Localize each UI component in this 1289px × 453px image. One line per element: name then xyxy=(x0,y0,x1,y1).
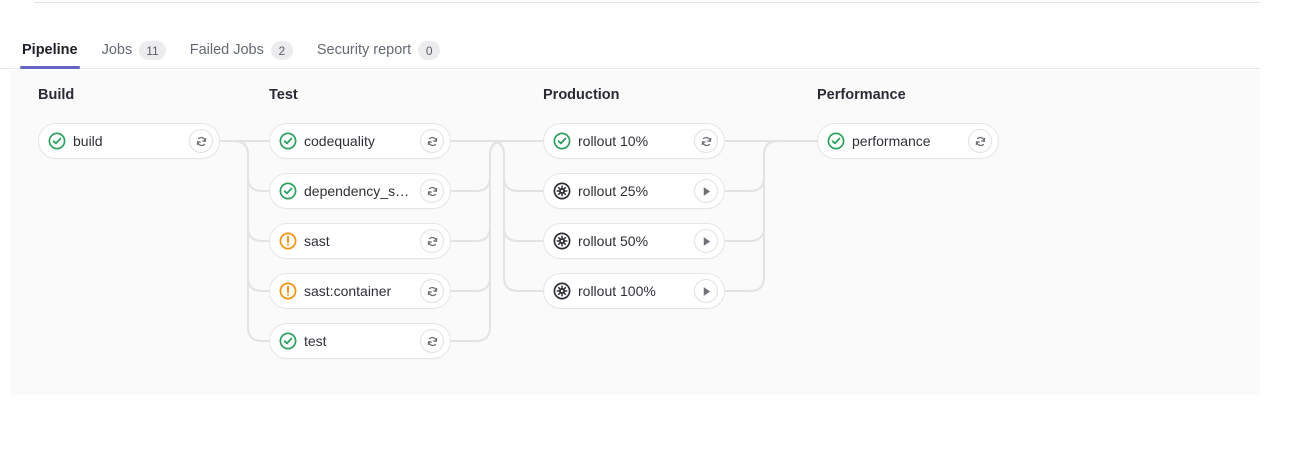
pipeline-job[interactable]: test xyxy=(269,323,451,359)
job-name: performance xyxy=(852,133,931,149)
tab-count-badge: 11 xyxy=(139,41,166,60)
connector-line xyxy=(451,140,505,192)
pipeline-graph: Build build Test codequality dependency_s…sa… xyxy=(10,70,1260,395)
job-name: test xyxy=(304,333,327,349)
job-name: rollout 25% xyxy=(578,183,649,199)
tab-failed-jobs[interactable]: Failed Jobs 2 xyxy=(178,22,305,69)
tab-label: Pipeline xyxy=(22,42,78,59)
pipeline-job[interactable]: rollout 100% xyxy=(543,273,725,309)
connector-line xyxy=(725,140,779,242)
connector-line xyxy=(489,140,543,292)
play-icon[interactable] xyxy=(694,229,718,253)
tab-jobs[interactable]: Jobs 11 xyxy=(90,22,178,69)
tab-label: Failed Jobs xyxy=(189,42,264,59)
pipeline-job[interactable]: rollout 25% xyxy=(543,173,725,209)
job-name: rollout 10% xyxy=(578,133,649,149)
pipeline-job[interactable]: performance xyxy=(817,123,999,159)
active-tab-underline xyxy=(20,66,80,69)
pipeline-job[interactable]: rollout 10% xyxy=(543,123,725,159)
pipeline-tabbar: Pipeline Jobs 11 Failed Jobs 2 Security repor… xyxy=(0,22,1260,69)
status-success-icon xyxy=(279,332,297,350)
retry-icon[interactable] xyxy=(420,229,444,253)
job-name: rollout 50% xyxy=(578,233,649,249)
connector-line xyxy=(489,140,543,192)
status-manual-gear-icon xyxy=(553,282,571,300)
tab-list: Pipeline Jobs 11 Failed Jobs 2 Security repor… xyxy=(10,22,452,69)
tab-count-badge: 2 xyxy=(270,41,293,60)
status-warning-icon xyxy=(279,282,297,300)
play-icon[interactable] xyxy=(694,179,718,203)
stage-title: Build xyxy=(38,87,75,103)
status-success-icon xyxy=(827,132,845,150)
status-manual-gear-icon xyxy=(553,232,571,250)
status-success-icon xyxy=(553,132,571,150)
retry-icon[interactable] xyxy=(968,129,992,153)
job-name: dependency_s… xyxy=(304,183,410,199)
connector-line xyxy=(451,140,505,242)
stage-title: Production xyxy=(543,87,620,103)
pipeline-job[interactable]: build xyxy=(38,123,220,159)
pipeline-job[interactable]: rollout 50% xyxy=(543,223,725,259)
connector-line xyxy=(725,140,779,192)
status-warning-icon xyxy=(279,232,297,250)
job-name: sast xyxy=(304,233,330,249)
tab-pipeline[interactable]: Pipeline xyxy=(10,22,90,69)
connector-line xyxy=(233,140,269,192)
retry-icon[interactable] xyxy=(420,179,444,203)
pipeline-job[interactable]: sast:container xyxy=(269,273,451,309)
job-name: codequality xyxy=(304,133,375,149)
connector-line xyxy=(725,140,779,292)
job-name: sast:container xyxy=(304,283,392,299)
play-icon[interactable] xyxy=(694,279,718,303)
top-divider xyxy=(34,2,1260,3)
pipeline-job[interactable]: codequality xyxy=(269,123,451,159)
status-manual-gear-icon xyxy=(553,182,571,200)
stage-title: Test xyxy=(269,87,298,103)
job-name: rollout 100% xyxy=(578,283,656,299)
pipeline-job[interactable]: sast xyxy=(269,223,451,259)
stage-title: Performance xyxy=(817,87,906,103)
tab-label: Jobs xyxy=(101,42,133,59)
retry-icon[interactable] xyxy=(420,129,444,153)
tab-label: Security report xyxy=(316,42,412,59)
connector-line xyxy=(451,140,505,342)
retry-icon[interactable] xyxy=(420,329,444,353)
retry-icon[interactable] xyxy=(694,129,718,153)
connector-line xyxy=(233,140,269,342)
connector-line xyxy=(489,140,543,242)
tab-security-report[interactable]: Security report 0 xyxy=(305,22,452,69)
status-success-icon xyxy=(279,182,297,200)
status-success-icon xyxy=(279,132,297,150)
retry-icon[interactable] xyxy=(189,129,213,153)
tab-count-badge: 0 xyxy=(418,41,441,60)
status-success-icon xyxy=(48,132,66,150)
connector-line xyxy=(451,140,505,292)
connector-line xyxy=(233,140,269,292)
connector-line xyxy=(233,140,269,242)
job-name: build xyxy=(73,133,103,149)
retry-icon[interactable] xyxy=(420,279,444,303)
pipeline-job[interactable]: dependency_s… xyxy=(269,173,451,209)
